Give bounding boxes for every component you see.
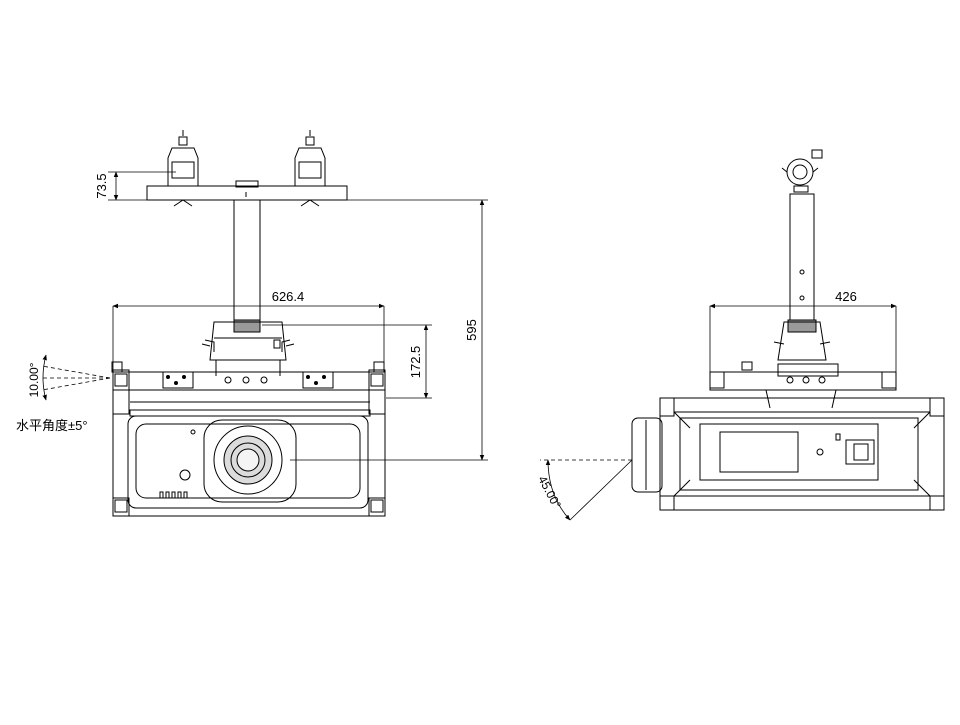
side-frame	[659, 397, 945, 511]
front-view	[111, 130, 386, 517]
front-frame	[112, 389, 386, 517]
dim-width-label: 626.4	[272, 289, 305, 304]
front-clamp-right	[294, 130, 326, 207]
side-pipe-collar	[787, 319, 817, 333]
dim-top-offset-label: 73.5	[94, 173, 109, 198]
side-projector-body	[679, 417, 919, 491]
front-bracket	[209, 321, 287, 361]
side-dim-width-label: 426	[835, 289, 857, 304]
front-top-bar	[146, 185, 348, 201]
side-lens-tube	[631, 417, 663, 493]
front-projector-body	[127, 415, 369, 509]
side-tilt-angle-label: 45.00°	[535, 473, 564, 511]
side-dimensions	[540, 303, 897, 521]
front-lens	[203, 419, 297, 503]
front-pipe-collar	[233, 319, 261, 333]
front-vent	[159, 491, 188, 499]
side-connector	[845, 439, 875, 465]
dim-total-height-label: 595	[464, 319, 479, 341]
tilt-angle-label: 10.00°	[27, 362, 41, 397]
side-clamp	[781, 149, 823, 193]
side-bracket	[777, 321, 827, 361]
front-dimensions	[41, 171, 488, 461]
front-clamp-left	[167, 130, 199, 207]
side-pipe	[789, 193, 815, 321]
side-panel	[719, 431, 799, 473]
horizontal-angle-label: 水平角度±5°	[16, 418, 88, 433]
dim-height-lower-label: 172.5	[408, 346, 423, 379]
side-view	[631, 149, 945, 511]
front-pipe	[233, 199, 261, 321]
